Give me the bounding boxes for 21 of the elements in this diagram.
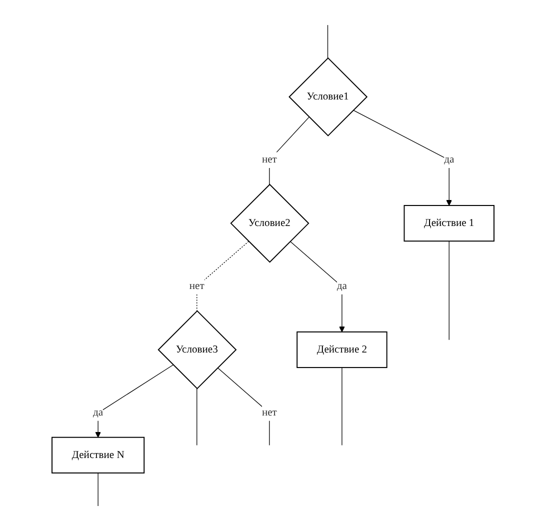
connector bbox=[327, 24, 328, 58]
node-diamond: Условие3 bbox=[158, 310, 237, 390]
edge-label: да bbox=[93, 407, 104, 418]
connector bbox=[290, 241, 345, 332]
node-box: Действие N bbox=[52, 436, 145, 474]
node-diamond: Условие2 bbox=[230, 184, 310, 263]
edge-label: нет bbox=[262, 154, 277, 166]
edge-label: да bbox=[336, 280, 347, 292]
connector bbox=[196, 241, 249, 312]
connector bbox=[448, 240, 450, 340]
node-diamond: Условие1 bbox=[288, 57, 368, 136]
connector bbox=[352, 110, 452, 206]
edge-label: да bbox=[444, 154, 454, 166]
node-box: Действие 1 bbox=[404, 205, 494, 242]
node-box: Действие 2 bbox=[296, 331, 388, 368]
connector bbox=[196, 388, 198, 446]
connector bbox=[269, 116, 310, 185]
edge-label: нет bbox=[262, 407, 277, 418]
connector bbox=[217, 367, 270, 446]
edge-label: нет bbox=[189, 280, 204, 292]
connector bbox=[95, 364, 174, 438]
